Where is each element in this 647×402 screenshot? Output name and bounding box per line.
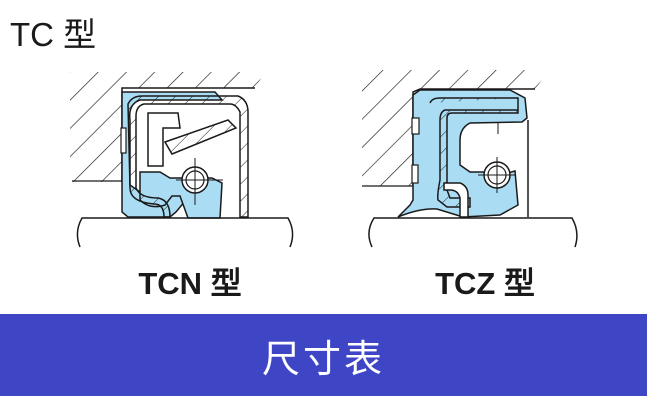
page-title: TC 型 xyxy=(10,16,97,53)
tcz-label: TCZ 型 xyxy=(435,266,535,301)
metal-case xyxy=(127,95,249,218)
shaft xyxy=(76,217,294,248)
tcn-diagram xyxy=(70,72,294,248)
dimension-table-banner[interactable]: 尺寸表 xyxy=(0,314,647,396)
metal-case xyxy=(429,97,519,208)
seal-diagrams xyxy=(70,70,578,248)
shaft xyxy=(368,217,578,248)
banner-label: 尺寸表 xyxy=(261,338,385,381)
tcz-diagram xyxy=(362,70,578,248)
housing-hatch xyxy=(362,70,550,186)
tcn-label: TCN 型 xyxy=(138,266,242,301)
housing-hatch xyxy=(70,72,265,182)
